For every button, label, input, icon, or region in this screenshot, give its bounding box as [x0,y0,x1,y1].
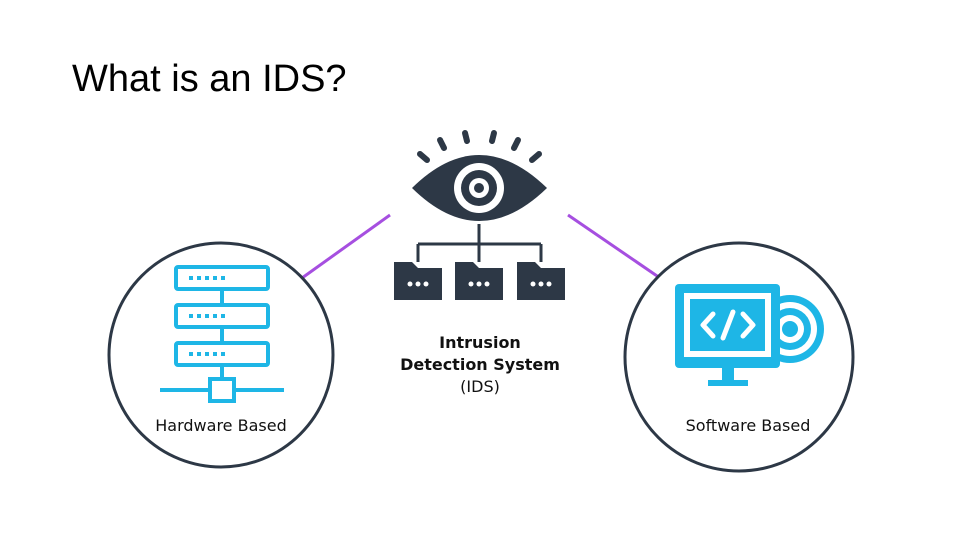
ids-label-line1: Intrusion [439,333,521,352]
right-connector-line [567,213,661,280]
slide-title: What is an IDS? [72,58,347,100]
software-based-label: Software Based [685,416,811,435]
left-connector-line [301,213,391,280]
hardware-based-label: Hardware Based [155,416,287,435]
ids-label-line3: (IDS) [460,377,500,396]
code-monitor-disc-icon [675,284,824,386]
server-rack-icon [160,265,284,403]
eye-network-icon [394,130,565,300]
ids-label: Intrusion Detection System (IDS) [380,332,580,398]
ids-label-line2: Detection System [400,355,560,374]
